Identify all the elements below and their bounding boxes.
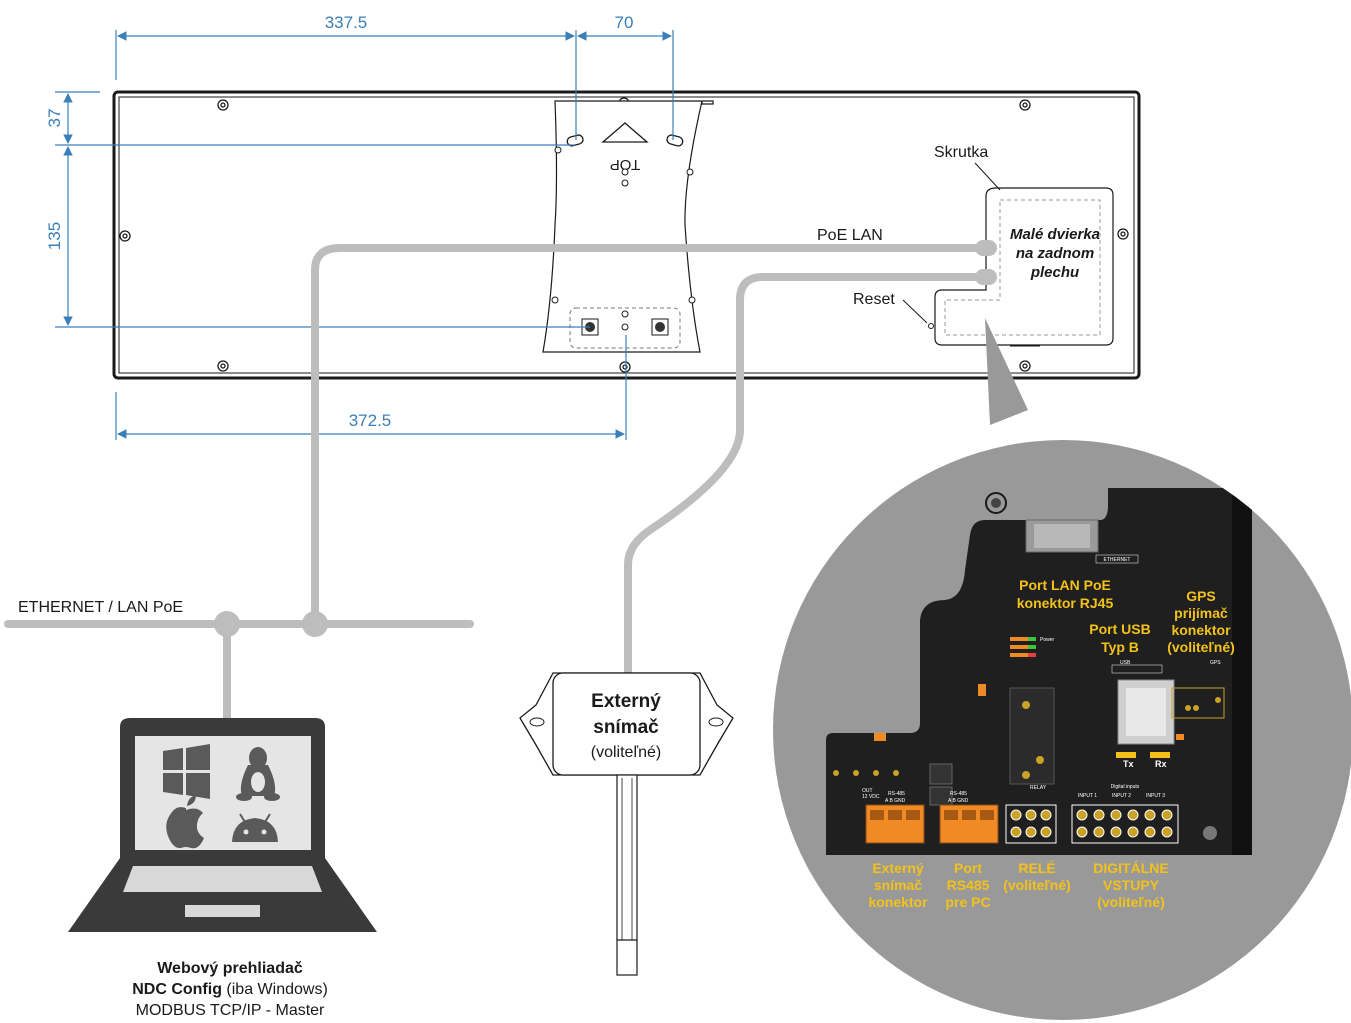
laptop-caption: Webový prehliadač NDC Config (iba Window… [60,958,400,1021]
sensor-label-1: Externý [591,691,661,712]
silk-gps: GPS [1210,660,1221,666]
dim-337: 337.5 [325,13,368,32]
reset-label: Reset [853,291,895,308]
door-label-3: plechu [1030,264,1079,281]
pcb-gps-3: konektor [1171,622,1231,638]
pcb-lan-2: konektor RJ45 [1017,595,1114,611]
small-door: Malé dvierka na zadnom plechu [928,187,1114,347]
silk-rs485-b: RS-485 [950,791,967,797]
pcb-usb-1: Port USB [1089,621,1150,637]
caption-ndc-config: NDC Config [132,981,222,998]
dim-372: 372.5 [349,411,392,430]
silk-input2: INPUT 2 [1112,793,1131,799]
pcb-magnifier: ETHERNET Power USB GPS Tx Rx [773,318,1351,1020]
apple-icon [166,795,204,849]
pcb-gps-1: GPS [1186,588,1216,604]
pcb-ext-2: snímač [874,877,922,893]
windows-icon [163,744,210,799]
pcb-din-2: VSTUPY [1103,877,1160,893]
poe-lan-label: PoE LAN [817,227,883,244]
pcb-rel-2: (voliteľné) [1003,877,1071,893]
mounting-bracket: TOP [542,100,714,353]
silk-ethernet: ETHERNET [1104,557,1131,563]
dim-135: 135 [45,222,64,250]
screw-terminals [1005,804,1179,844]
caption-line-3: MODBUS TCP/IP - Master [135,1002,325,1019]
silk-abgnd-b: A B GND [948,798,969,804]
door-label-1: Malé dvierka [1010,226,1100,243]
pcb-rel-1: RELÉ [1018,860,1055,876]
pcb-rs-3: pre PC [945,894,990,910]
caption-line-1: Webový prehliadač [157,960,303,977]
silk-rx: Rx [1155,759,1167,769]
external-sensor: Externý snímač (voliteľné) [519,672,734,976]
silk-out: OUT [862,788,873,794]
silk-12vdc: 12 VDC [862,794,880,800]
top-mark: TOP [610,156,641,173]
pcb-din-3: (voliteľné) [1097,894,1165,910]
caption-line-2: (iba Windows) [221,981,328,998]
sensor-label-3: (voliteľné) [591,744,661,761]
dim-70: 70 [615,13,634,32]
pcb-ext-1: Externý [872,860,924,876]
sensor-label-2: snímač [593,717,659,738]
ethernet-bus-label: ETHERNET / LAN PoE [18,599,183,616]
linux-icon [236,747,280,801]
pcb-rs-1: Port [954,860,982,876]
silk-tx: Tx [1123,759,1134,769]
dimension-lines [55,30,674,440]
pcb-usb-2: Typ B [1101,639,1139,655]
laptop [68,718,377,932]
cable-junctions [214,240,997,637]
silk-power: Power [1040,637,1055,643]
silk-rs485-a: RS-485 [888,791,905,797]
silk-usb: USB [1120,660,1131,666]
door-label-2: na zadnom [1016,245,1094,262]
silk-abgnd-a: A B GND [885,798,906,804]
pcb-rs-2: RS485 [947,877,990,893]
dim-37: 37 [45,109,64,128]
skrutka-label: Skrutka [934,144,988,161]
silk-input1: INPUT 1 [1078,793,1097,799]
silk-digital: Digital inputs [1111,784,1140,790]
pcb-lan-1: Port LAN PoE [1019,577,1111,593]
android-icon [232,813,278,842]
silk-input3: INPUT 3 [1146,793,1165,799]
pcb-gps-2: prijímač [1174,605,1228,621]
pcb-din-1: DIGITÁLNE [1093,860,1168,876]
terminal-blocks [865,804,999,844]
pcb-gps-4: (voliteľné) [1167,639,1235,655]
pcb-ext-3: konektor [868,894,928,910]
silk-relay: RELAY [1030,785,1047,791]
